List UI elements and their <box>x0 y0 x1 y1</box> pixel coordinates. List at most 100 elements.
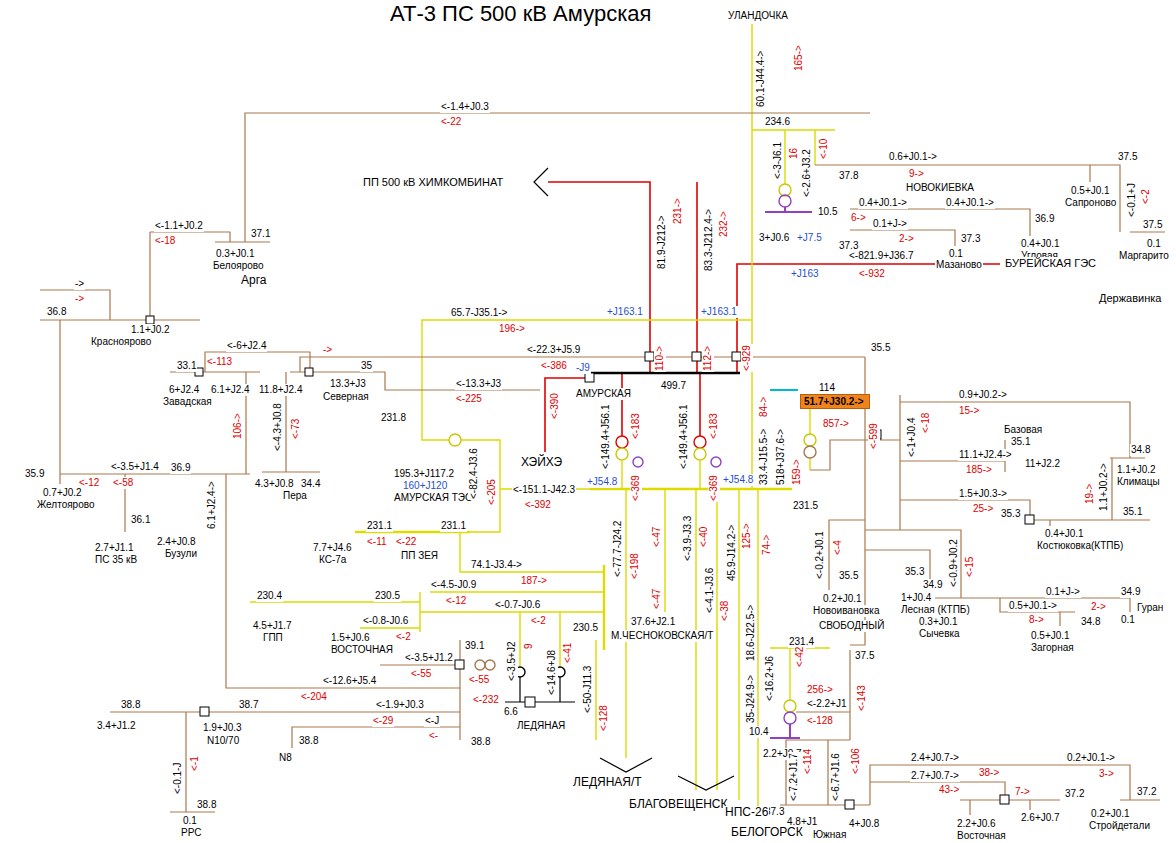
breaker-symbol <box>1025 515 1034 524</box>
label-text: <-0.2+J0.1 <box>814 530 826 580</box>
label-text: Желтоярово <box>36 499 96 511</box>
label-text: 36.9 <box>1034 213 1055 225</box>
transformer-winding <box>779 184 791 196</box>
label-text: <-3.9-J3.3 <box>682 515 694 562</box>
flow-value: <-2 <box>395 631 412 643</box>
flow-value: 8-> <box>1028 614 1045 626</box>
flow-value: 6-> <box>850 212 867 224</box>
label-text: 2.2+J0.6 <box>956 818 997 830</box>
label-text: 4.3+J0.8 <box>254 478 295 490</box>
label-text: 1.5+J0.6 <box>330 632 371 644</box>
breaker-symbol <box>692 352 701 361</box>
label-text: 499.7 <box>660 380 687 392</box>
label-text: 0.6+J0.1-> <box>888 151 938 163</box>
label-text: 0.5+J0.1 <box>1070 185 1111 197</box>
label-text: N8 <box>278 752 293 764</box>
transformers <box>449 184 816 724</box>
flow-value: <-113 <box>206 356 233 368</box>
transformer-winding <box>633 457 643 467</box>
flow-value: <- <box>428 730 439 742</box>
label-text: 0.1 <box>1146 238 1162 250</box>
flow-value: -> <box>322 344 333 356</box>
label-text: 0.4+J0.1-> <box>945 197 995 209</box>
label-text: <-7.2+J1.7 <box>788 752 800 802</box>
label-text: <-2.6+J3.2 <box>801 148 813 198</box>
label-text: <-12.6+J5.4 <box>322 675 377 687</box>
flow-value: -> <box>74 293 85 305</box>
flow-value: <-58 <box>112 477 134 489</box>
breakers <box>146 316 1034 809</box>
label-text: 0.4+J0.1-> <box>858 197 908 209</box>
label-text: ЛЕДЯНАЯ <box>516 720 566 732</box>
label-text: Климацы <box>1116 476 1161 488</box>
label-text: Южная <box>812 829 847 841</box>
label-text: <-1+J0.4 <box>906 417 918 458</box>
label-text: 6.6 <box>503 706 519 718</box>
label-text: <-16.2+J6 <box>764 655 776 702</box>
flow-value: 74-> <box>761 534 773 556</box>
label-text: 36.9 <box>170 462 191 474</box>
line-10kv <box>765 207 812 738</box>
label-text: 0.2+J0.1 <box>822 593 863 605</box>
label-text: 1.1+J0.2-> <box>1098 462 1110 512</box>
label-text: 38.8 <box>120 699 141 711</box>
flow-value: <-929 <box>741 344 753 372</box>
transformer-winding <box>711 457 721 467</box>
label-text: 60.1-J44.4-> <box>755 50 767 108</box>
label-text: <-151.1-J42.3 <box>512 484 576 496</box>
breaker-symbol <box>200 707 209 716</box>
label-text: 13.3+J3 <box>329 378 367 390</box>
label-text: АМУРСКАЯ <box>575 388 632 400</box>
flow-value: 110-> <box>654 345 666 372</box>
label-text: Пера <box>282 490 308 502</box>
label-text: 11+J2.2 <box>1024 458 1061 470</box>
flow-value: <-10 <box>818 138 830 160</box>
label-text: 0.7+J0.2 <box>42 487 83 499</box>
label-text: 18.6-J22.5-> <box>745 604 757 662</box>
label-text: 234.6 <box>764 116 791 128</box>
label-text: 4.5+J1.7 <box>252 620 293 632</box>
flow-value: 857-> <box>822 418 850 430</box>
label-text: 2.4+J0.7-> <box>910 752 960 764</box>
label-text: 38.8 <box>196 799 217 811</box>
flow-value: 2-> <box>1090 601 1107 613</box>
label-text: Гуран <box>1136 602 1164 614</box>
label-text: 36.1 <box>130 514 151 526</box>
line-500kv <box>545 182 1000 452</box>
label-text: 231.1 <box>440 520 467 532</box>
label-text: 34.9 <box>1120 586 1141 598</box>
label-text: 195.3+J117.2 <box>393 468 455 480</box>
label-text: <-22.3+J5.9 <box>526 344 581 356</box>
generator-symbol <box>449 434 461 446</box>
label-text: 81.9-J212-> <box>656 214 668 270</box>
transformer-winding <box>616 436 628 448</box>
label-text: <-0.1-J <box>172 762 184 795</box>
reactive-value: 160+J120 <box>402 480 448 492</box>
flow-value: <-2 <box>530 615 547 627</box>
label-text: 83.3-J212.4-> <box>703 208 715 272</box>
flow-value: <-11 <box>366 536 388 548</box>
label-text: Стройдетали <box>1088 820 1151 832</box>
flow-value: 231-> <box>672 197 684 225</box>
flow-value: 256-> <box>806 684 834 696</box>
label-text: 34.8 <box>1080 616 1101 628</box>
label-text: 6.1+J2.4-> <box>206 480 218 530</box>
label-text: 10.5 <box>817 206 838 218</box>
label-text: ПП ЗЕЯ <box>400 550 439 562</box>
label-text: 35.3 <box>1000 508 1021 520</box>
flow-value: 165-> <box>793 44 805 72</box>
bus-and-terminals <box>505 168 734 790</box>
flow-value: 112-> <box>702 345 714 372</box>
label-text: 37.5 <box>1142 219 1163 231</box>
transformer-winding <box>784 712 796 724</box>
label-text: 1.9+J0.3 <box>202 722 243 734</box>
flow-value: <-183 <box>630 412 642 440</box>
flow-value: <-42 <box>794 646 806 668</box>
label-text: 231.8 <box>380 412 407 424</box>
label-text: <-3.5+J1.2 <box>404 652 454 664</box>
flow-value: <-18 <box>154 235 176 247</box>
label-text: М.ЧЕСНОКОВСКАЯ/Т <box>610 630 714 642</box>
label-text: 2.7+J0.7-> <box>910 770 960 782</box>
label-text: 36.8 <box>46 306 67 318</box>
label-text: <-821.9+J36.7 <box>848 250 915 262</box>
